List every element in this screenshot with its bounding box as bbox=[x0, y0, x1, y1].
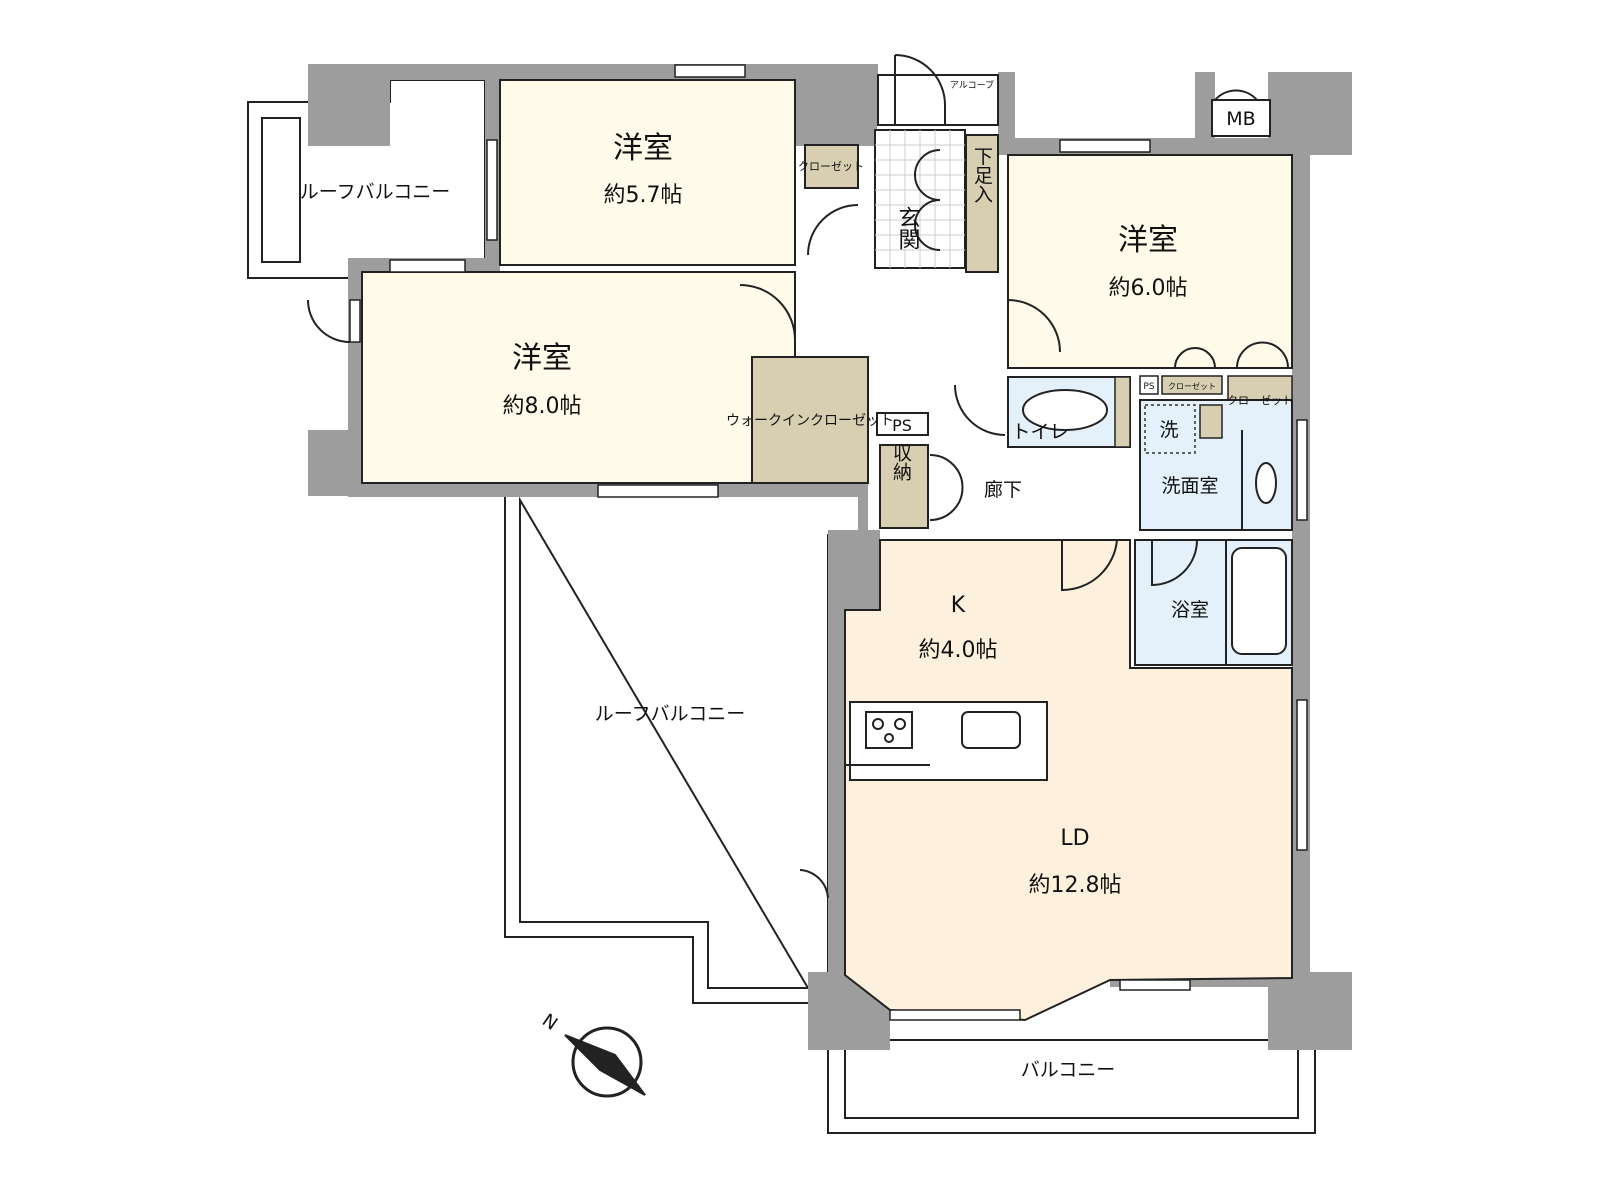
doors bbox=[307, 54, 1289, 899]
western-room-1-name: 洋室 bbox=[613, 131, 673, 166]
roof-balcony-2-label: ルーフバルコニー bbox=[595, 703, 745, 725]
shoe-box bbox=[965, 134, 999, 273]
compass-north-label: N bbox=[538, 1010, 561, 1035]
mb-label: MB bbox=[1226, 108, 1255, 130]
alcove-label: アルコーブ bbox=[950, 79, 994, 91]
storage bbox=[879, 444, 929, 529]
storage-label: 収納 bbox=[890, 443, 912, 481]
western-room-3-area: 約6.0帖 bbox=[1109, 276, 1188, 301]
kitchen-counter bbox=[845, 701, 1048, 781]
sink-icon bbox=[1255, 462, 1277, 504]
closet-1 bbox=[804, 144, 859, 189]
washer-label: 洗 bbox=[1159, 419, 1178, 441]
washer-space bbox=[1144, 404, 1196, 454]
compass-icon: N bbox=[538, 1010, 646, 1098]
western-room-1 bbox=[499, 79, 796, 266]
sink-icon bbox=[961, 711, 1021, 749]
roof-balcony-1-label: ルーフバルコニー bbox=[300, 181, 450, 203]
entrance bbox=[874, 74, 999, 269]
western-room-3-name: 洋室 bbox=[1118, 223, 1178, 258]
kitchen-name: K bbox=[951, 593, 966, 618]
toilet-label: トイレ bbox=[1011, 421, 1068, 443]
toilet-bowl-icon bbox=[1022, 389, 1108, 431]
walk-in-closet-label: ウォークインクローゼット bbox=[726, 413, 894, 429]
balcony bbox=[827, 1039, 1316, 1134]
entrance-label: 玄関 bbox=[895, 206, 920, 250]
washroom-label: 洗面室 bbox=[1161, 475, 1218, 497]
balcony-label: バルコニー bbox=[1021, 1059, 1116, 1081]
windows bbox=[349, 64, 1308, 1021]
western-room-2-area: 約8.0帖 bbox=[503, 394, 582, 419]
western-room-2-name: 洋室 bbox=[512, 341, 572, 376]
closet-3-label: クローゼット bbox=[1227, 394, 1293, 407]
closet-2 bbox=[1161, 375, 1223, 395]
ldk bbox=[844, 539, 1293, 1022]
roof-balcony-large bbox=[504, 494, 866, 1004]
western-room-3 bbox=[1007, 154, 1293, 369]
walk-in-closet bbox=[751, 356, 869, 484]
hallway-label: 廊下 bbox=[984, 479, 1022, 501]
western-room-2 bbox=[361, 271, 796, 484]
living-area: 約12.8帖 bbox=[1029, 873, 1122, 898]
closet-1-label: クローゼット bbox=[798, 160, 864, 173]
bathroom-label: 浴室 bbox=[1171, 599, 1209, 621]
ps-2 bbox=[1139, 375, 1159, 395]
kitchen-area: 約4.0帖 bbox=[919, 638, 998, 663]
ps-1-label: PS bbox=[892, 416, 912, 435]
ps-1 bbox=[876, 412, 929, 436]
mb-box bbox=[1211, 99, 1271, 137]
living-name: LD bbox=[1060, 826, 1089, 851]
bathtub-icon bbox=[1231, 547, 1287, 655]
ps-2-label: PS bbox=[1143, 382, 1154, 392]
closet-2-label: クローゼット bbox=[1168, 381, 1216, 391]
western-room-1-area: 約5.7帖 bbox=[604, 183, 683, 208]
shoe-box-label: 下足入 bbox=[971, 147, 993, 204]
